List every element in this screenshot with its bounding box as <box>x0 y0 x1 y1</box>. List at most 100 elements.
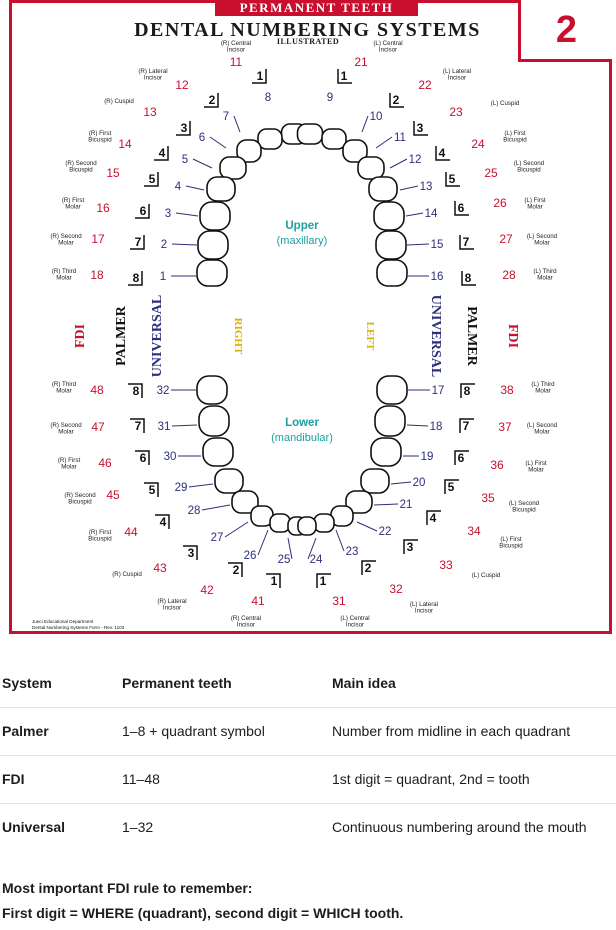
fdi-number: 31 <box>332 594 346 608</box>
fdi-number: 22 <box>418 78 432 92</box>
upper-right-tooth <box>197 230 229 260</box>
palmer-bracket <box>183 545 198 560</box>
palmer-digit: 8 <box>133 271 140 285</box>
tooth-name: (R) Second <box>50 422 82 429</box>
tooth-name: (L) Second <box>509 500 540 507</box>
palmer-digit: 3 <box>181 121 188 135</box>
palmer-digit: 2 <box>393 93 400 107</box>
universal-number: 28 <box>188 505 201 517</box>
table-row: Palmer 1–8 + quadrant symbol Number from… <box>0 707 616 756</box>
tooth-name: Molar <box>534 240 549 247</box>
universal-number: 17 <box>432 385 445 397</box>
teeth-cell: 11–48 <box>120 755 330 804</box>
palmer-number: 6 <box>454 450 469 465</box>
palmer-digit: 7 <box>135 419 142 433</box>
palmer-number: 4 <box>426 510 441 525</box>
palmer-bracket <box>444 479 459 494</box>
palmer-digit: 6 <box>140 451 147 465</box>
tooth-name: (L) Central <box>340 615 369 622</box>
palmer-number: 8 <box>128 383 143 398</box>
universal-number: 1 <box>160 271 166 283</box>
palmer-bracket <box>389 93 404 108</box>
palmer-digit: 7 <box>463 419 470 433</box>
table-header-row: System Permanent teeth Main idea <box>0 660 616 708</box>
universal-number: 5 <box>182 154 188 166</box>
pointer-line <box>188 483 214 488</box>
fdi-number: 48 <box>90 383 104 397</box>
fdi-number: 14 <box>118 137 132 151</box>
pointer-line <box>361 115 369 133</box>
universal-number: 20 <box>413 477 426 489</box>
teeth-cell: 1–8 + quadrant symbol <box>120 707 330 756</box>
tooth-name: Molar <box>528 467 543 474</box>
palmer-digit: 4 <box>160 515 167 529</box>
palmer-bracket <box>403 539 418 554</box>
palmer-digit: 6 <box>458 451 465 465</box>
palmer-number: 3 <box>176 121 191 136</box>
fdi-number: 34 <box>467 524 481 538</box>
fdi-rule-text: First digit = WHERE (quadrant), second d… <box>2 905 404 921</box>
palmer-bracket <box>337 69 352 84</box>
system-cell: Palmer <box>0 707 120 756</box>
tooth-name: Molar <box>527 204 542 211</box>
fdi-number: 42 <box>200 583 214 597</box>
palmer-number: 4 <box>435 146 450 161</box>
fdi-number: 23 <box>449 105 463 119</box>
fdi-number: 28 <box>502 268 516 282</box>
universal-number: 6 <box>199 132 205 144</box>
chart-number-badge: 2 <box>518 0 612 62</box>
pointer-line <box>257 529 269 556</box>
lower-right-tooth <box>214 468 244 494</box>
palmer-digit: 3 <box>188 546 195 560</box>
palmer-bracket <box>144 482 159 497</box>
tooth-name: (R) Third <box>52 268 77 275</box>
palmer-number: 7 <box>130 235 145 250</box>
lower-left-tooth <box>374 405 406 437</box>
fdi-number: 15 <box>106 166 120 180</box>
tooth-name: (L) First <box>525 460 547 467</box>
universal-number: 24 <box>310 554 323 566</box>
palmer-number: 4 <box>154 146 169 161</box>
palmer-bracket <box>228 562 243 577</box>
tooth-name: (L) Second <box>527 233 558 240</box>
pointer-line <box>406 243 430 246</box>
palmer-number: 7 <box>459 235 474 250</box>
pointer-line <box>224 521 249 538</box>
universal-number: 18 <box>430 421 443 433</box>
upper-left-tooth <box>321 128 347 150</box>
palmer-number: 2 <box>389 93 404 108</box>
universal-number: 8 <box>265 92 271 104</box>
lower-left-tooth <box>376 375 408 405</box>
tooth-name: (L) Third <box>531 381 555 388</box>
tooth-name: Molar <box>65 204 80 211</box>
pointer-line <box>201 504 231 511</box>
pointer-line <box>335 529 345 552</box>
palmer-digit: 7 <box>135 235 142 249</box>
universal-label-left: UNIVERSAL <box>428 295 443 377</box>
lower-right-tooth <box>196 375 228 405</box>
palmer-bracket <box>130 418 145 433</box>
poster-banner: PERMANENT TEETH <box>215 0 418 16</box>
tooth-name: Molar <box>56 275 71 282</box>
universal-number: 4 <box>175 181 182 193</box>
tooth-name: (R) First <box>89 529 112 536</box>
upper-arch-label: Upper <box>285 220 319 232</box>
universal-number: 10 <box>370 111 383 123</box>
palmer-bracket <box>454 201 469 216</box>
pointer-line <box>171 424 198 427</box>
fdi-number: 46 <box>98 456 112 470</box>
fdi-number: 18 <box>90 268 104 282</box>
universal-number: 25 <box>278 554 291 566</box>
palmer-digit: 4 <box>439 146 446 160</box>
palmer-number: 6 <box>135 450 150 465</box>
palmer-bracket <box>144 172 159 187</box>
